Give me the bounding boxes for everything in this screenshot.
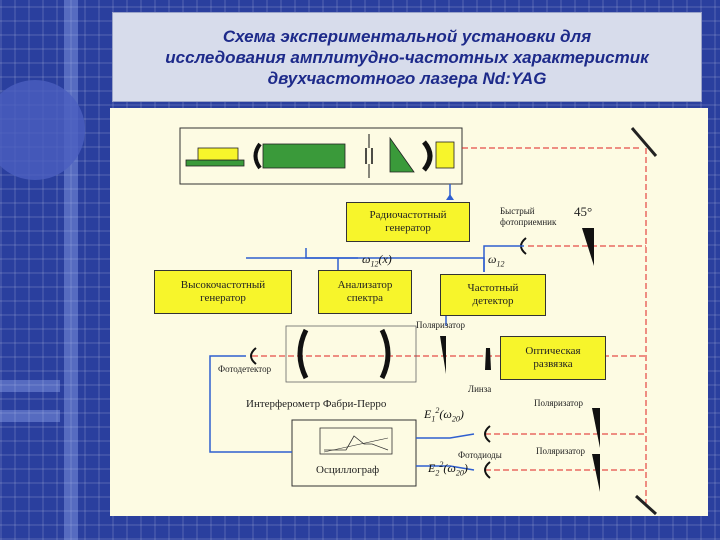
- decor-stripe: [0, 380, 60, 392]
- omega12x-label: ω12(x): [362, 252, 392, 269]
- polarizer-right-1-label: Поляризатор: [534, 398, 583, 408]
- input-mirror: [253, 142, 262, 170]
- brewster-prism: [389, 136, 415, 173]
- polarizer-right-2: [592, 454, 600, 492]
- photodiode-1-icon: [484, 425, 491, 443]
- fast-photodetector-label: Быстрый фотоприемник: [500, 206, 557, 227]
- frequency-detector-block: Частотный детектор: [440, 274, 546, 316]
- fabry-perot-frame: [285, 325, 417, 383]
- oscilloscope-screen: [319, 427, 393, 455]
- nd-yag-crystal: [262, 143, 346, 169]
- oscilloscope-body: [291, 419, 417, 487]
- photodetector-label: Фотодетектор: [218, 364, 272, 374]
- piezo-element: [435, 141, 455, 169]
- photodiode-2-icon: [484, 461, 491, 479]
- lens-label: Линза: [468, 384, 492, 394]
- photodiodes-label: Фотодиоды: [458, 450, 502, 460]
- fabry-perot-label: Интерферометр Фабри-Перро: [246, 398, 387, 410]
- decor-circle: [0, 80, 85, 180]
- decor-stripe: [64, 0, 78, 540]
- diagram-panel: Радиочастотный генератор Высокочастотный…: [110, 108, 708, 516]
- setup-diagram: [179, 127, 658, 516]
- wire-arrow: [446, 194, 454, 200]
- oscilloscope-label: Осциллограф: [316, 464, 380, 476]
- optical-isolator-block: Оптическая развязка: [500, 336, 606, 380]
- oscilloscope-trace: [324, 435, 389, 451]
- mirror-top-right: [630, 127, 658, 157]
- polarizer-right-1: [592, 408, 600, 448]
- polarizer-center-label: Поляризатор: [416, 320, 465, 330]
- oscilloscope-trace: [323, 437, 389, 453]
- rf-generator-block: Радиочастотный генератор: [346, 202, 470, 242]
- polarizer-right-2-label: Поляризатор: [536, 446, 585, 456]
- polarizer-center: [440, 336, 446, 374]
- output-mirror: [422, 140, 433, 172]
- hf-generator-block: Высокочастотный генератор: [154, 270, 292, 314]
- pump-diode: [197, 147, 239, 161]
- mirror-bottom-right: [634, 494, 658, 516]
- fp-mirror-right: [379, 328, 391, 380]
- decor-stripe: [0, 410, 60, 422]
- beam-splitter-45: [582, 228, 594, 266]
- slide-title: Схема экспериментальной установки для ис…: [165, 26, 649, 88]
- e2-label: E22(ω20): [428, 460, 468, 478]
- laser-housing: [179, 127, 463, 185]
- title-box: Схема экспериментальной установки для ис…: [112, 12, 702, 102]
- spectrum-analyzer-block: Анализатор спектра: [318, 270, 412, 314]
- photodetector-icon: [250, 347, 257, 365]
- pump-diode-base: [185, 159, 245, 167]
- lens-icon: [485, 348, 491, 370]
- angle-label: 45°: [574, 204, 593, 219]
- e1-label: E12(ω20): [424, 406, 464, 424]
- omega12-label: ω12: [488, 252, 505, 269]
- fp-mirror-left: [297, 328, 309, 380]
- signal-wires: [209, 184, 524, 471]
